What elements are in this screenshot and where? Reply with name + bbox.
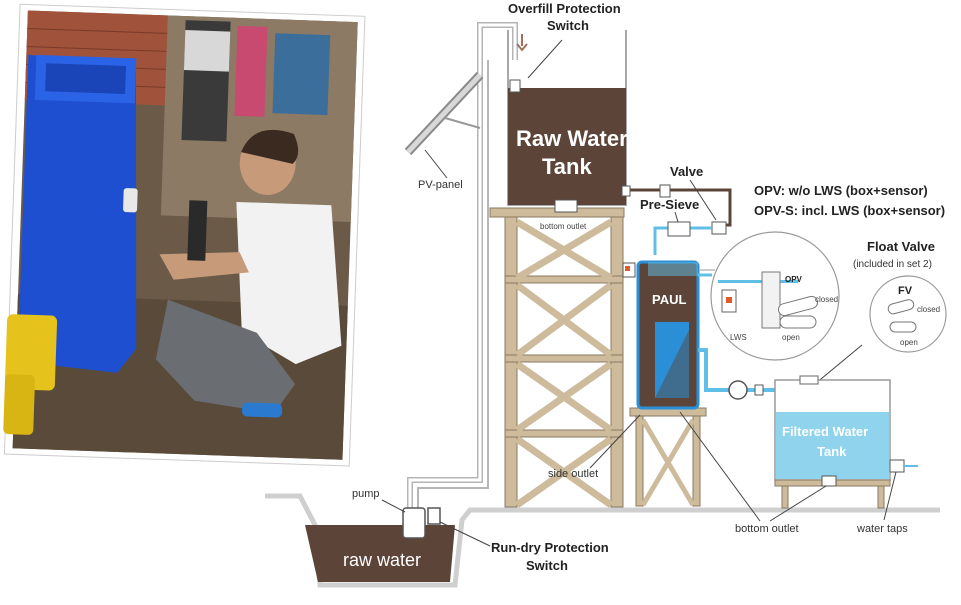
filtered-tank-title-line1: Filtered Water bbox=[782, 424, 868, 439]
pipe-to-filtered-tank bbox=[698, 348, 790, 392]
valve-label: Valve bbox=[670, 164, 703, 179]
raw-tank-title-line2: Tank bbox=[542, 154, 592, 179]
fv-detail-label: FV bbox=[898, 285, 913, 297]
overfill-switch bbox=[509, 79, 521, 93]
pump bbox=[402, 507, 426, 539]
pump-label: pump bbox=[352, 488, 380, 500]
side-outlet-label: side outlet bbox=[548, 468, 598, 480]
pre-sieve bbox=[667, 221, 691, 237]
opv-closed-label: closed bbox=[815, 295, 838, 304]
pv-panel-label: PV-panel bbox=[418, 179, 463, 191]
run-dry-switch bbox=[427, 507, 441, 525]
paul-label: PAUL bbox=[652, 292, 686, 307]
tower bbox=[489, 207, 625, 508]
pipe-cable bbox=[417, 60, 489, 515]
pre-sieve-label: Pre-Sieve bbox=[640, 197, 699, 212]
opv-detail-label: OPV bbox=[785, 275, 803, 284]
fv-detail-circle bbox=[869, 275, 947, 353]
water-taps-label: water taps bbox=[856, 523, 908, 535]
field-photo bbox=[3, 3, 366, 467]
lws-label: LWS bbox=[730, 333, 747, 342]
bottom-outlet-top-label: bottom outlet bbox=[540, 222, 587, 231]
jerry-can bbox=[4, 314, 58, 391]
run-dry-label-line1: Run-dry Protection bbox=[491, 540, 609, 555]
pv-panel bbox=[404, 71, 484, 156]
paul-stand bbox=[629, 407, 707, 507]
float-valve-label: Float Valve bbox=[867, 239, 935, 254]
ground-line bbox=[265, 493, 940, 588]
raw-tank-title-line1: Raw Water bbox=[516, 126, 628, 151]
filtered-tank-title-line2: Tank bbox=[817, 444, 847, 459]
float-valve-note: (included in set 2) bbox=[853, 259, 932, 270]
opv-label: OPV: w/o LWS (box+sensor) bbox=[754, 183, 928, 198]
raw-water-label: raw water bbox=[343, 550, 421, 570]
water-tap bbox=[889, 459, 905, 473]
opv-s-label: OPV-S: incl. LWS (box+sensor) bbox=[754, 203, 945, 218]
blue-barrel bbox=[18, 54, 137, 373]
valve bbox=[711, 221, 727, 235]
overfill-label-line2: Switch bbox=[547, 18, 589, 33]
fv-closed-label: closed bbox=[917, 305, 940, 314]
run-dry-label-line2: Switch bbox=[526, 558, 568, 573]
man-shirt bbox=[236, 201, 342, 365]
raw-water-pool bbox=[305, 525, 455, 582]
overfill-label-line1: Overfill Protection bbox=[508, 1, 621, 16]
fv-open-label: open bbox=[900, 338, 918, 347]
man-pants bbox=[155, 299, 296, 414]
bottom-outlet-label: bottom outlet bbox=[735, 523, 799, 535]
opv-open-label: open bbox=[782, 333, 800, 342]
